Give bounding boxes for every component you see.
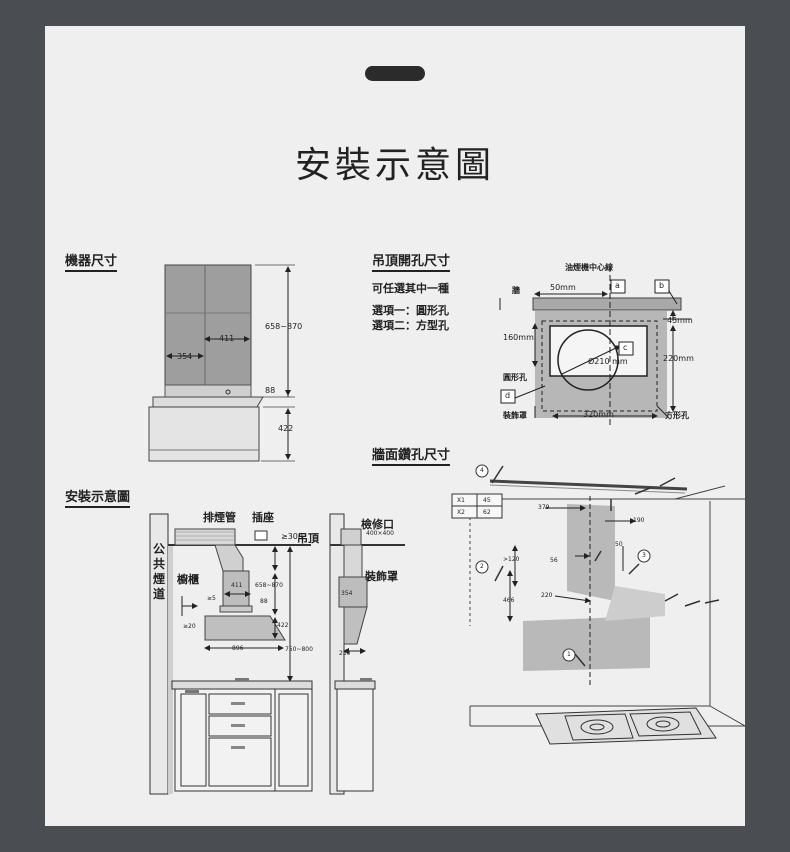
dim-88: 88 — [265, 386, 276, 395]
round-hole-label: 圓形孔 — [503, 373, 527, 382]
dim-422-install: 422 — [277, 622, 289, 629]
dim-88-install: 88 — [260, 598, 268, 605]
dim-379: 379 — [538, 504, 550, 511]
dim-230: 230 — [339, 650, 351, 657]
dim-658-870: 658~870 — [265, 322, 303, 331]
dim-422: 422 — [278, 424, 294, 433]
dim-120: >120 — [503, 556, 520, 563]
dim-5: ≥5 — [207, 595, 216, 602]
dim-750-800: 750~800 — [285, 646, 313, 653]
dim-160mm: 160mm — [503, 333, 534, 342]
hood-centerline-label: 油煙機中心線 — [565, 263, 613, 272]
label-d: d — [505, 391, 511, 400]
marker-2: 2 — [480, 563, 484, 570]
dim-20: ≥20 — [183, 623, 196, 630]
dim-50mm: 50mm — [550, 283, 576, 292]
ceiling-note: 可任選其中一種 — [372, 282, 449, 295]
dim-190: 190 — [633, 517, 645, 524]
dim-466: 466 — [503, 597, 515, 604]
dim-354-install: 354 — [341, 590, 353, 597]
marker-3: 3 — [642, 552, 646, 559]
square-hole-label: 方形孔 — [665, 411, 689, 420]
dim-320mm: 320mm — [583, 410, 614, 419]
option-round: 選項一：圓形孔 — [372, 304, 449, 317]
label-a: a — [615, 281, 620, 290]
dim-300: ≥300 — [281, 532, 303, 541]
label-b: b — [659, 281, 665, 290]
section-title-install: 安裝示意圖 — [65, 486, 131, 508]
dim-220mm: 220mm — [663, 354, 694, 363]
access-size: 400×400 — [366, 530, 394, 537]
table-x1-label: X1 — [457, 497, 465, 504]
ceiling-label: 吊頂 — [297, 532, 319, 545]
install-diagram-drawing — [149, 513, 405, 795]
hang-tag-slot — [365, 66, 425, 81]
exhaust-pipe-label: 排煙管 — [203, 511, 236, 524]
wall-label: 牆 — [512, 286, 520, 295]
cover-label: 裝飾罩 — [503, 411, 527, 420]
table-x1-value: 45 — [483, 497, 491, 504]
table-x2-label: X2 — [457, 509, 465, 516]
installation-drawings — [148, 264, 745, 795]
label-c: c — [623, 343, 628, 352]
instruction-sheet: 安裝示意圖 — [45, 26, 745, 826]
dim-896: 896 — [232, 645, 244, 652]
wall-drill-drawing — [451, 464, 745, 745]
machine-size-drawing — [148, 264, 295, 462]
public-flue-label: 公 共 煙 道 — [152, 542, 165, 601]
section-title-wall-drill: 牆面鑽孔尺寸 — [372, 444, 451, 466]
page-title: 安裝示意圖 — [294, 145, 495, 186]
dim-354: 354 — [177, 352, 193, 361]
cabinet-label: 櫥櫃 — [177, 573, 199, 586]
dim-658-870-install: 658~870 — [255, 582, 283, 589]
dim-56: 56 — [550, 557, 558, 564]
marker-4: 4 — [480, 467, 484, 474]
option-square: 選項二：方型孔 — [372, 319, 449, 332]
table-x2-value: 62 — [483, 509, 491, 516]
socket-label: 插座 — [252, 511, 274, 524]
ceiling-hole-drawing — [499, 266, 691, 426]
dim-411: 411 — [219, 334, 235, 343]
dim-45mm: 45mm — [667, 316, 693, 325]
dim-220-wall: 220 — [541, 592, 553, 599]
dim-210mm: Ø210 mm — [588, 357, 628, 366]
dim-50-wall: 50 — [615, 541, 623, 548]
dim-411-install: 411 — [231, 582, 243, 589]
access-hole-label: 檢修口 — [361, 518, 394, 531]
section-title-machine-size: 機器尺寸 — [65, 250, 118, 272]
marker-1: 1 — [567, 651, 571, 658]
cover-install-label: 裝飾罩 — [365, 570, 398, 583]
section-title-ceiling-hole: 吊頂開孔尺寸 — [372, 250, 451, 272]
